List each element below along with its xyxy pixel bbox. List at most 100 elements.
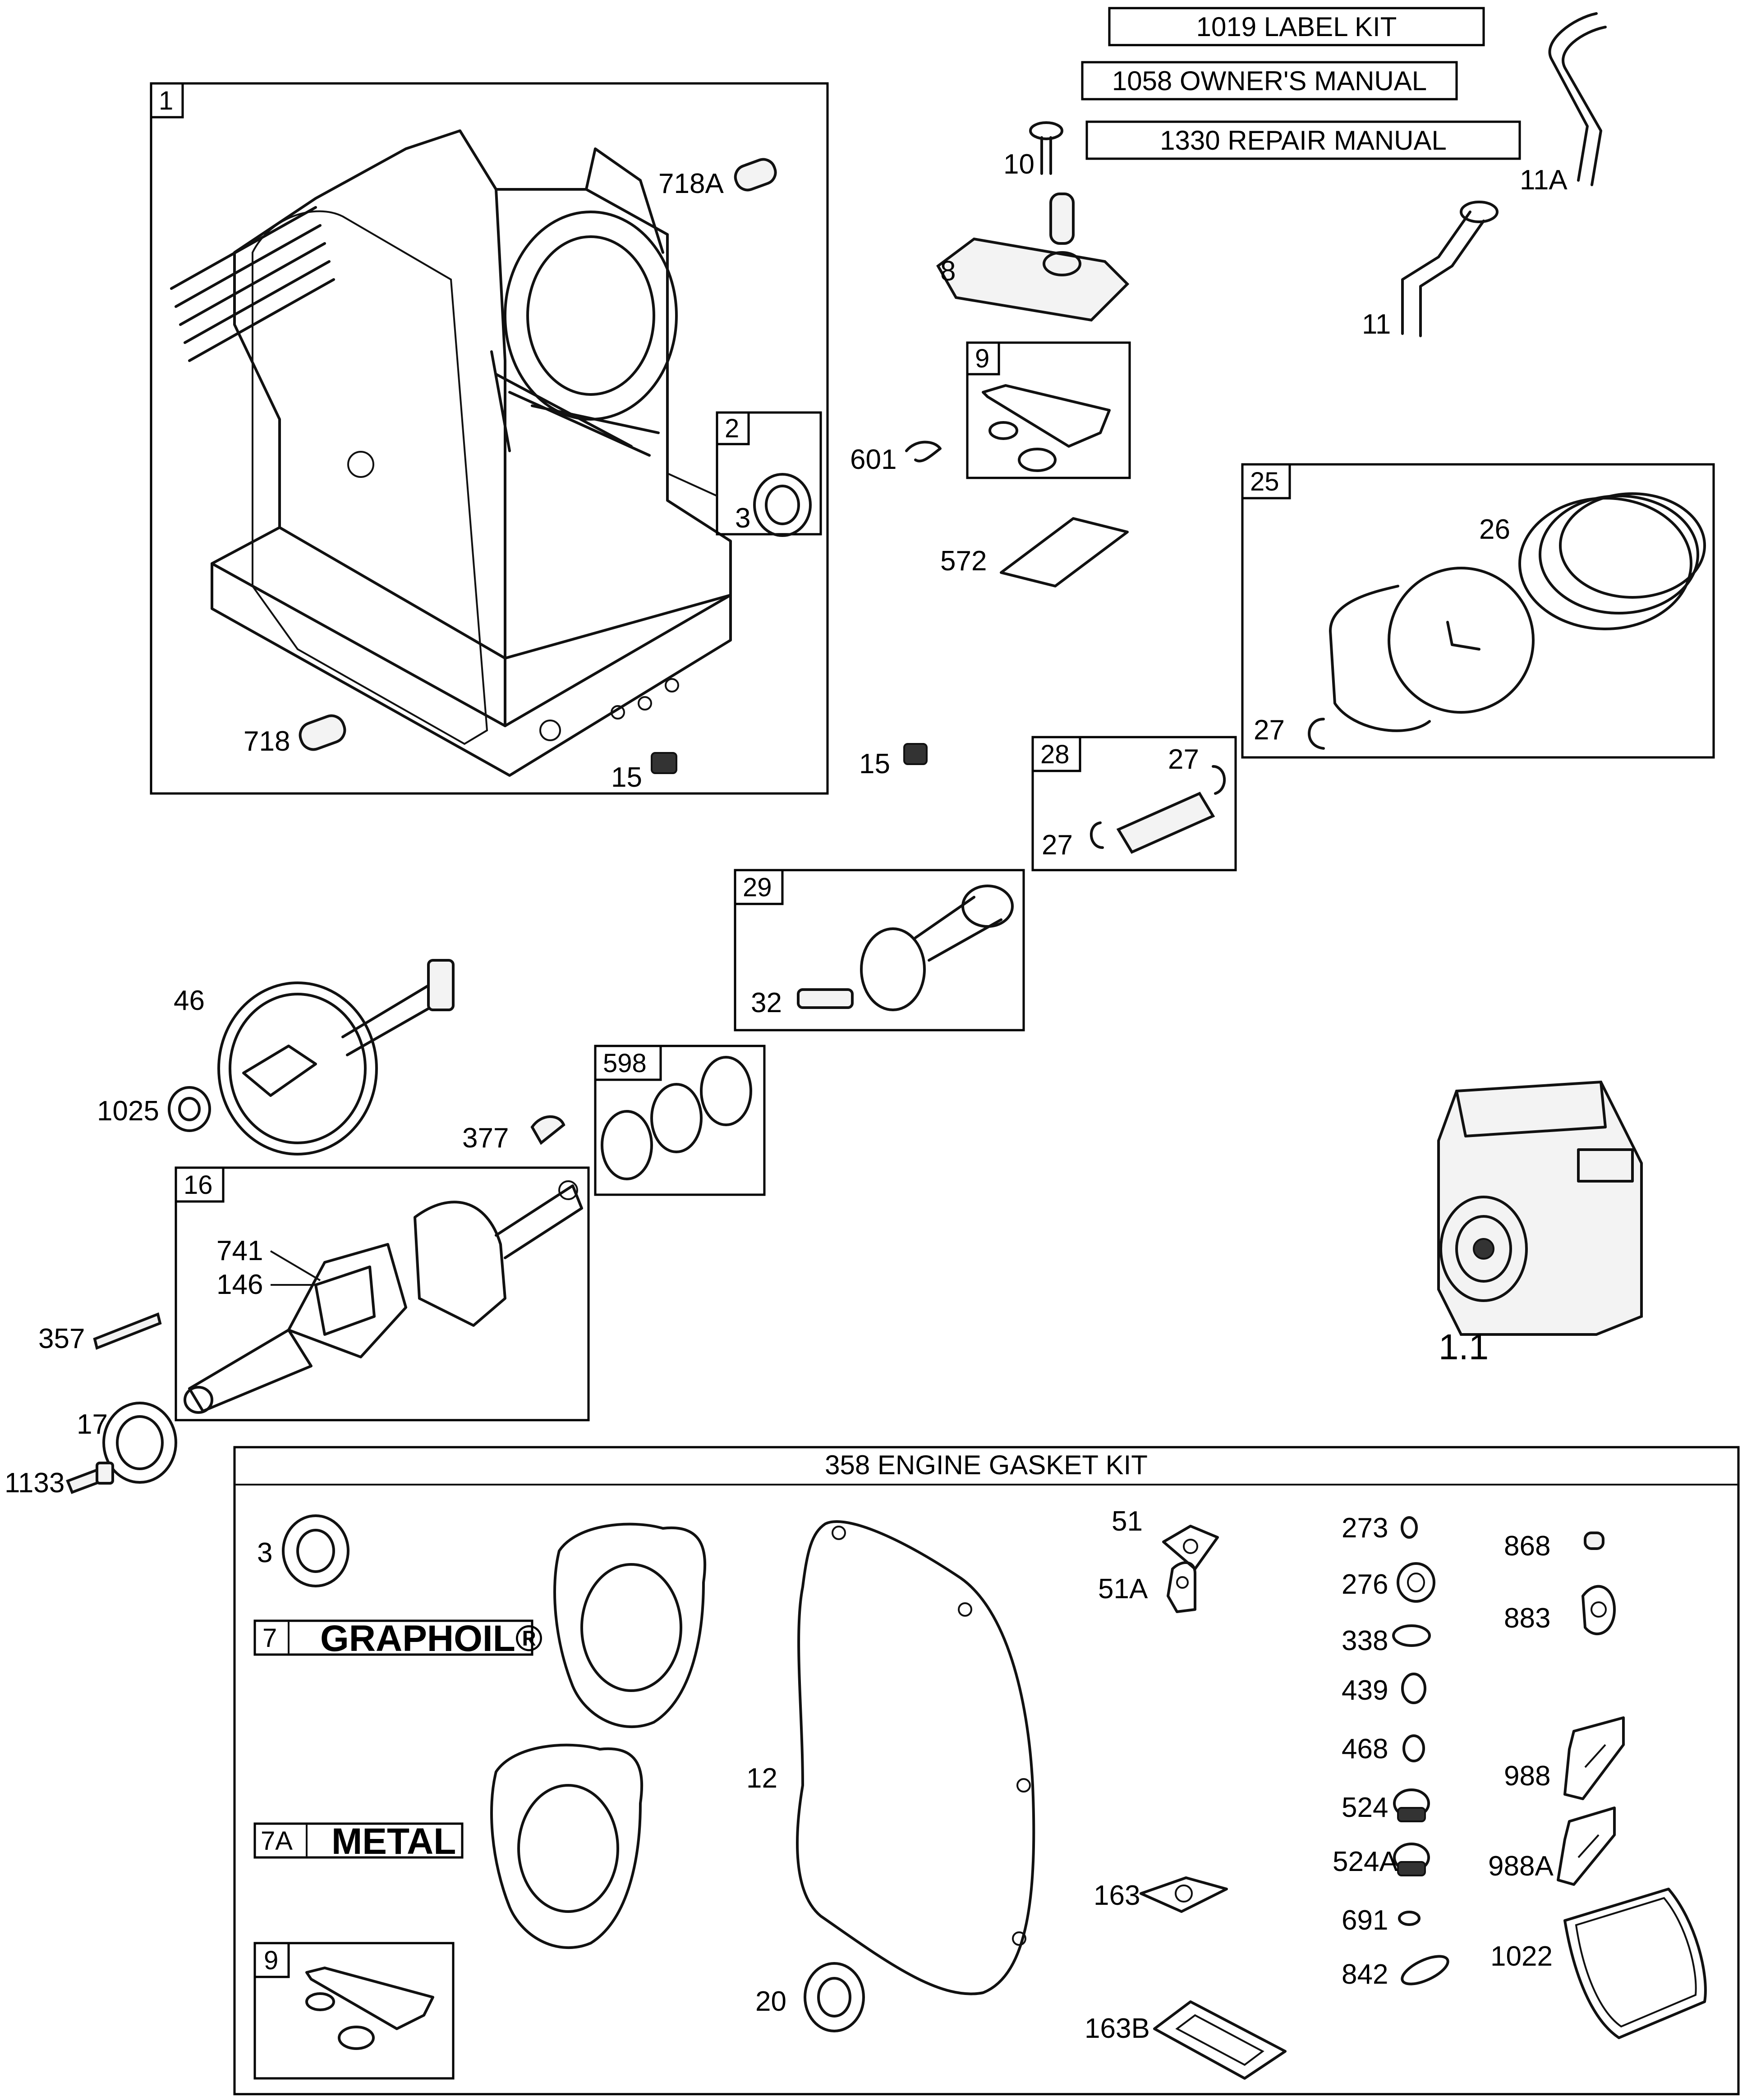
label-1133: 1133	[5, 1467, 64, 1499]
label-572: 572	[940, 546, 987, 577]
box-1-crankcase: 1 718A	[150, 82, 829, 795]
box-label-25: 25	[1250, 467, 1279, 496]
engine-assembly-1-1	[1437, 1080, 1643, 1336]
gasket-163B	[1153, 2000, 1287, 2080]
graphoil-text: GRAPHOIL®	[320, 1618, 542, 1659]
plug-15-b	[903, 743, 928, 765]
kit-seal-3	[282, 1514, 349, 1587]
label-kit-box: 1019 LABEL KIT	[1108, 7, 1485, 46]
key-357	[93, 1312, 162, 1350]
kit-label-988: 988	[1504, 1761, 1550, 1792]
label-357: 357	[38, 1323, 85, 1354]
kit-label-988A: 988A	[1488, 1851, 1554, 1882]
retainer-27-a	[1308, 718, 1325, 750]
label-718: 718	[244, 726, 290, 757]
repair-manual-box: 1330 REPAIR MANUAL	[1085, 120, 1521, 160]
label-8: 8	[940, 256, 956, 287]
box-label-598: 598	[603, 1049, 647, 1078]
kit-label-1022: 1022	[1490, 1941, 1553, 1972]
owners-manual-text: 1058 OWNER'S MANUAL	[1112, 66, 1427, 96]
box-598-rings: 598	[594, 1045, 766, 1196]
dowel-718	[299, 714, 346, 751]
kit-label-273: 273	[1342, 1513, 1388, 1544]
box-25-piston: 25	[1241, 463, 1715, 759]
box-label-2: 2	[725, 414, 739, 443]
reed-valve-572	[1000, 517, 1129, 587]
label-26: 26	[1479, 514, 1510, 545]
kit-label-3: 3	[257, 1537, 272, 1568]
kit-label-20: 20	[755, 1986, 786, 2017]
kit-label-163: 163	[1094, 1880, 1140, 1911]
seal-468	[1402, 1734, 1425, 1762]
kit-label-842: 842	[1342, 1959, 1388, 1990]
kit-label-338: 338	[1342, 1625, 1388, 1656]
seal-868	[1584, 1531, 1604, 1550]
bearing-17	[102, 1402, 177, 1484]
screw-1133	[66, 1462, 114, 1494]
seal-276	[1397, 1562, 1435, 1603]
kit-label-883: 883	[1504, 1603, 1550, 1634]
seal-439	[1401, 1673, 1426, 1704]
label-1-1: 1.1	[1439, 1327, 1489, 1367]
metal-text: METAL	[331, 1821, 456, 1862]
box-label-28: 28	[1040, 740, 1070, 769]
gasket-988	[1563, 1716, 1625, 1800]
kit-box-9: 9	[253, 1942, 455, 2080]
label-15-b: 15	[859, 748, 890, 779]
gasket-1022	[1563, 1888, 1707, 2039]
label-27-c: 27	[1042, 830, 1073, 861]
seal-691	[1398, 1911, 1421, 1926]
kit-label-51A: 51A	[1098, 1573, 1148, 1605]
owners-manual-box: 1058 OWNER'S MANUAL	[1081, 61, 1458, 101]
head-gasket-metal	[490, 1743, 644, 1949]
kit-box-label-9: 9	[264, 1946, 278, 1975]
label-601: 601	[850, 444, 896, 475]
box-label-29: 29	[743, 873, 772, 902]
plug-15-a	[651, 752, 677, 774]
metal-box: 7A METAL	[253, 1821, 464, 1862]
kit-label-691: 691	[1342, 1905, 1388, 1936]
dowel-718A	[734, 158, 777, 192]
label-146: 146	[216, 1269, 263, 1300]
kit-label-12: 12	[746, 1763, 777, 1794]
camshaft-gear-46	[217, 959, 455, 1155]
repair-manual-text: 1330 REPAIR MANUAL	[1160, 125, 1447, 156]
gasket-kit-box: 358 ENGINE GASKET KIT	[233, 1446, 1740, 2095]
gasket-kit-title: 358 ENGINE GASKET KIT	[825, 1450, 1148, 1480]
clamp-601	[905, 440, 942, 463]
gasket-988A	[1557, 1807, 1616, 1886]
label-27-b: 27	[1168, 744, 1199, 775]
box-28-piston-pin: 28	[1031, 736, 1237, 871]
breather-hose-11	[1401, 201, 1499, 337]
kit-label-868: 868	[1504, 1531, 1550, 1562]
label-1025: 1025	[97, 1096, 159, 1127]
label-11A: 11A	[1520, 165, 1568, 196]
label-3: 3	[735, 503, 750, 534]
breather-bolt-10	[1029, 121, 1063, 175]
oil-seal-3	[753, 473, 812, 537]
label-718A: 718A	[658, 168, 724, 199]
gasket-883	[1581, 1585, 1616, 1636]
kit-seal-20	[804, 1962, 865, 2032]
seal-273	[1401, 1516, 1418, 1539]
head-gasket-graphoil	[553, 1522, 707, 1728]
kit-label-468: 468	[1342, 1733, 1388, 1765]
crankcase-illustration	[170, 129, 732, 777]
graphoil-box: 7 GRAPHOIL®	[253, 1618, 542, 1659]
label-kit-text: 1019 LABEL KIT	[1196, 12, 1397, 42]
label-741: 741	[216, 1235, 263, 1266]
label-32: 32	[751, 987, 782, 1018]
kit-label-51: 51	[1112, 1506, 1143, 1537]
box-29-connecting-rod: 29	[734, 869, 1025, 1032]
label-377: 377	[462, 1123, 509, 1154]
metal-num: 7A	[261, 1826, 293, 1856]
crankcase-gasket-12	[796, 1520, 1035, 1995]
label-46: 46	[174, 985, 205, 1016]
box-9-breather-gasket: 9	[966, 341, 1131, 479]
seal-524A	[1393, 1843, 1430, 1876]
gasket-51	[1162, 1525, 1219, 1570]
label-10: 10	[1003, 149, 1034, 180]
box-label-1: 1	[159, 86, 173, 115]
key-377	[530, 1115, 565, 1145]
